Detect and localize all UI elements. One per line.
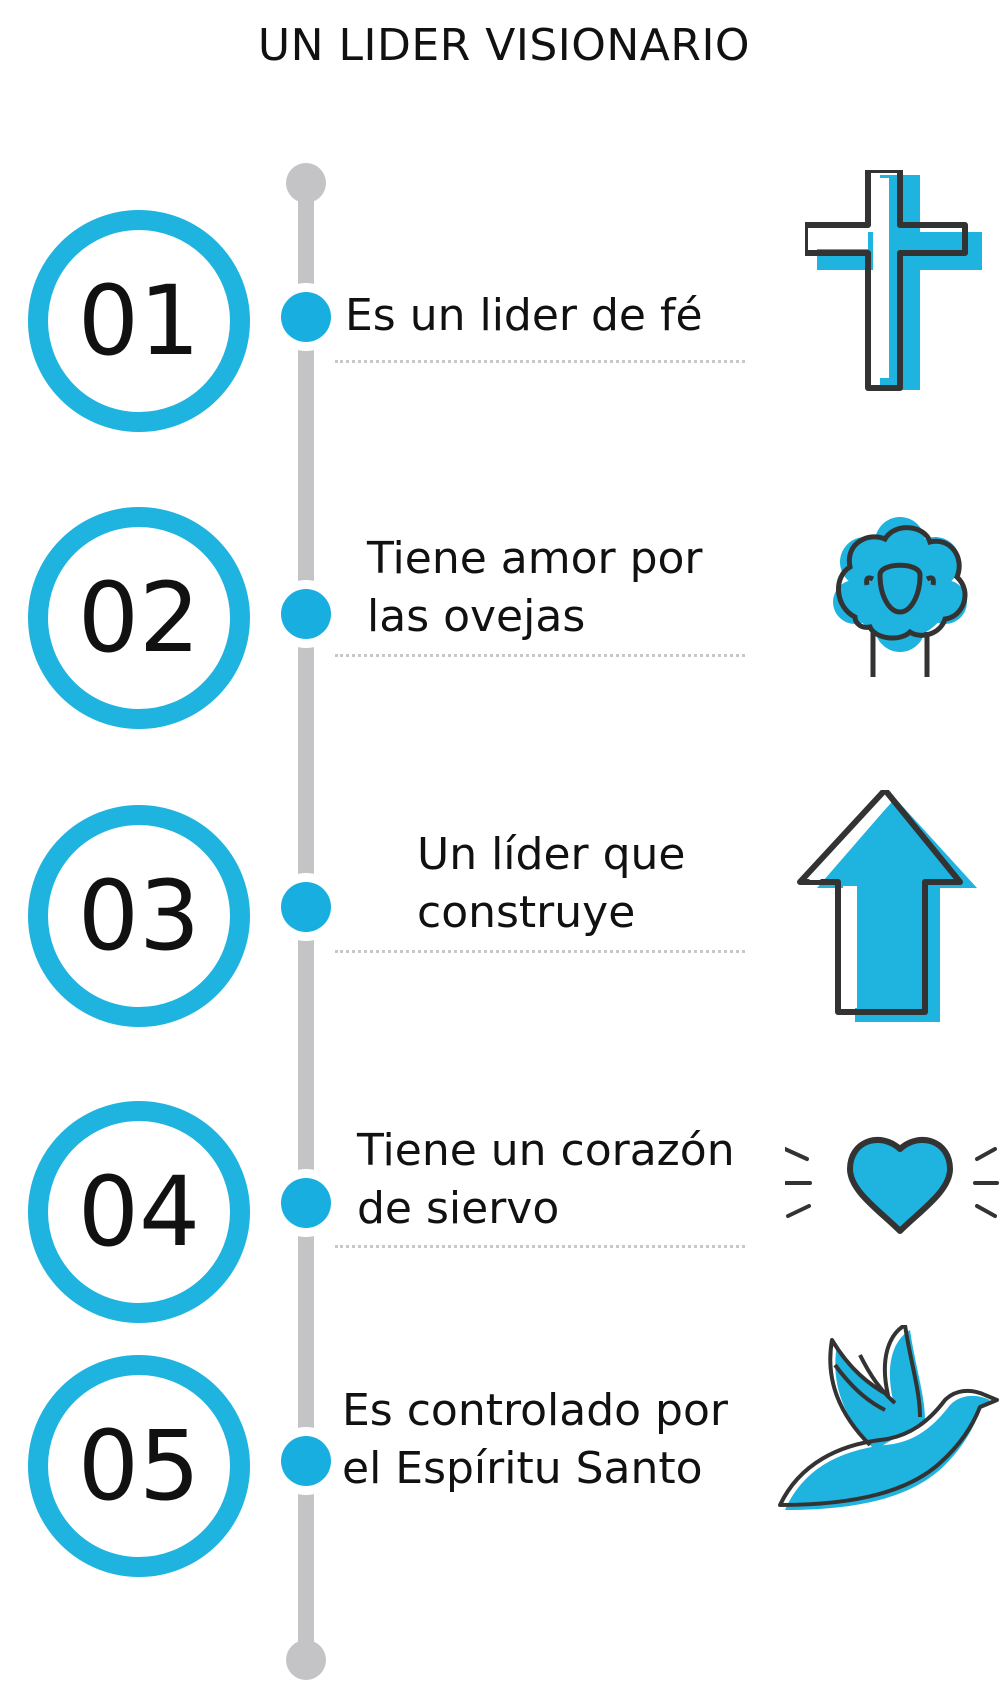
heart-icon bbox=[785, 1137, 999, 1234]
step-label: Es un lider de fé bbox=[345, 287, 703, 345]
timeline-dot bbox=[281, 292, 331, 342]
step-number: 01 bbox=[77, 265, 201, 377]
dotted-separator bbox=[335, 654, 745, 657]
timeline-dot bbox=[281, 589, 331, 639]
step-number-ring: 03 bbox=[28, 805, 250, 1027]
timeline-dot bbox=[281, 882, 331, 932]
step-number-ring: 01 bbox=[28, 210, 250, 432]
timeline-dot bbox=[281, 1436, 331, 1486]
step-label: Tiene amor por las ovejas bbox=[367, 530, 703, 646]
step-number: 05 bbox=[77, 1410, 201, 1522]
dotted-separator bbox=[335, 360, 745, 363]
timeline-top-cap bbox=[286, 163, 326, 203]
step-label-line2: de siervo bbox=[357, 1183, 560, 1234]
page-title: UN LIDER VISIONARIO bbox=[257, 20, 751, 71]
step-label-line1: Tiene un corazón bbox=[357, 1125, 735, 1176]
timeline-bottom-cap bbox=[286, 1640, 326, 1680]
step-number-ring: 02 bbox=[28, 507, 250, 729]
step-number-ring: 04 bbox=[28, 1101, 250, 1323]
step-number-ring: 05 bbox=[28, 1355, 250, 1577]
step-number: 03 bbox=[77, 860, 201, 972]
dotted-separator bbox=[335, 950, 745, 953]
step-label: Tiene un corazón de siervo bbox=[357, 1122, 735, 1238]
timeline-step-02: 02 Tiene amor por las ovejas bbox=[0, 492, 1008, 732]
step-number: 04 bbox=[77, 1156, 201, 1268]
step-label-line1: Es un lider de fé bbox=[345, 290, 703, 341]
step-label-line2: las ovejas bbox=[367, 591, 586, 642]
timeline-step-03: 03 Un líder que construye bbox=[0, 790, 1008, 1030]
step-label: Un líder que construye bbox=[417, 826, 686, 942]
timeline-step-05: 05 Es controlado por el Espíritu Santo bbox=[0, 1325, 1008, 1580]
timeline-step-01: 01 Es un lider de fé bbox=[0, 170, 1008, 435]
timeline-dot bbox=[281, 1178, 331, 1228]
step-label-line1: Tiene amor por bbox=[367, 533, 703, 584]
step-number: 02 bbox=[77, 562, 201, 674]
dove-icon bbox=[778, 1325, 999, 1510]
step-label-line1: Un líder que bbox=[417, 829, 686, 880]
arrow-up-icon bbox=[797, 790, 977, 1022]
step-label-line2: el Espíritu Santo bbox=[342, 1443, 703, 1494]
step-label: Es controlado por el Espíritu Santo bbox=[342, 1382, 728, 1498]
sheep-icon bbox=[833, 517, 968, 677]
step-label-line1: Es controlado por bbox=[342, 1385, 728, 1436]
step-label-line2: construye bbox=[417, 887, 636, 938]
timeline-step-04: 04 Tiene un corazón de siervo bbox=[0, 1086, 1008, 1326]
dotted-separator bbox=[335, 1245, 745, 1248]
cross-icon bbox=[805, 170, 982, 391]
